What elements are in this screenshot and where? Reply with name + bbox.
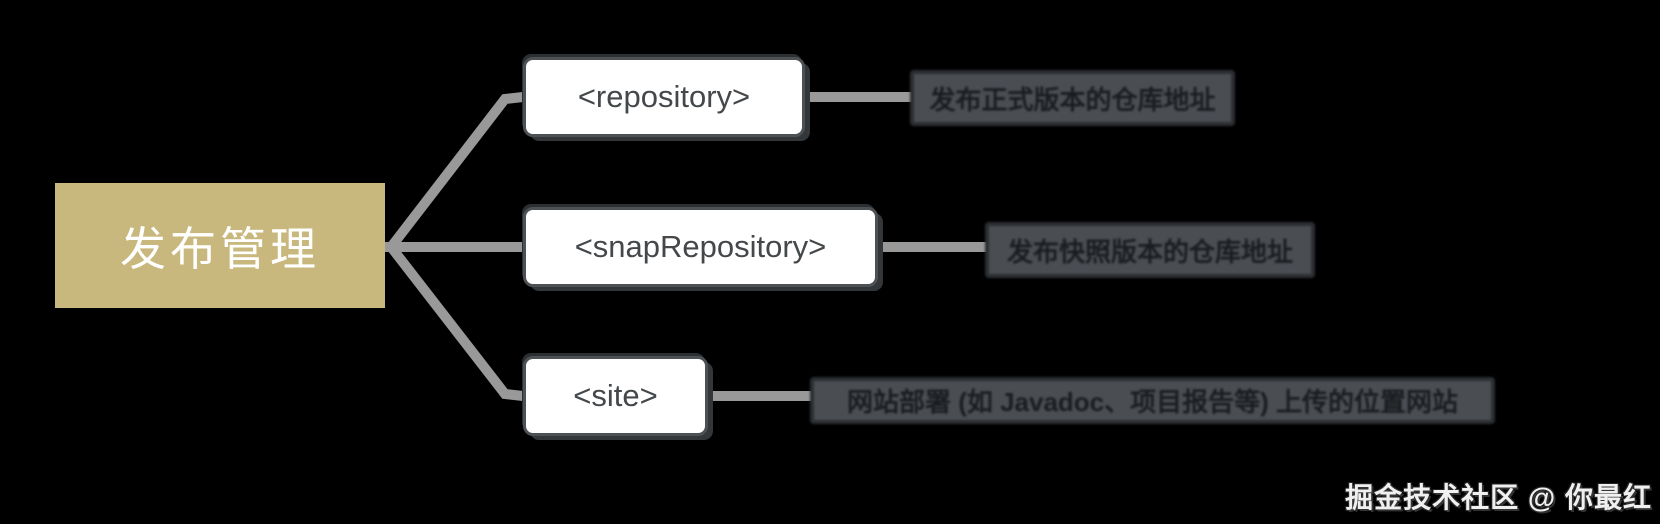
desc-snaprepository: 发布快照版本的仓库地址 (985, 222, 1315, 278)
desc-snaprepository-text: 发布快照版本的仓库地址 (1006, 236, 1293, 267)
watermark-text: 掘金技术社区 @ 你最红 (1345, 482, 1652, 513)
node-site-label: <site> (573, 378, 658, 413)
node-site: <site> (523, 356, 708, 436)
node-repository: <repository> (523, 57, 805, 137)
desc-site: 网站部署 (如 Javadoc、项目报告等) 上传的位置网站 (810, 377, 1495, 424)
watermark: 掘金技术社区 @ 你最红 (1345, 476, 1652, 516)
root-node-label: 发布管理 (120, 222, 320, 275)
root-node-release-management: 发布管理 (55, 183, 385, 308)
desc-repository: 发布正式版本的仓库地址 (910, 70, 1235, 126)
node-snaprepository: <snapRepository> (523, 207, 878, 287)
desc-site-text: 网站部署 (如 Javadoc、项目报告等) 上传的位置网站 (846, 387, 1459, 417)
node-repository-label: <repository> (577, 79, 751, 114)
desc-repository-text: 发布正式版本的仓库地址 (929, 84, 1216, 115)
node-snaprepository-label: <snapRepository> (574, 229, 827, 264)
connector-root-site (384, 239, 524, 401)
connector-root-repository (384, 92, 524, 255)
